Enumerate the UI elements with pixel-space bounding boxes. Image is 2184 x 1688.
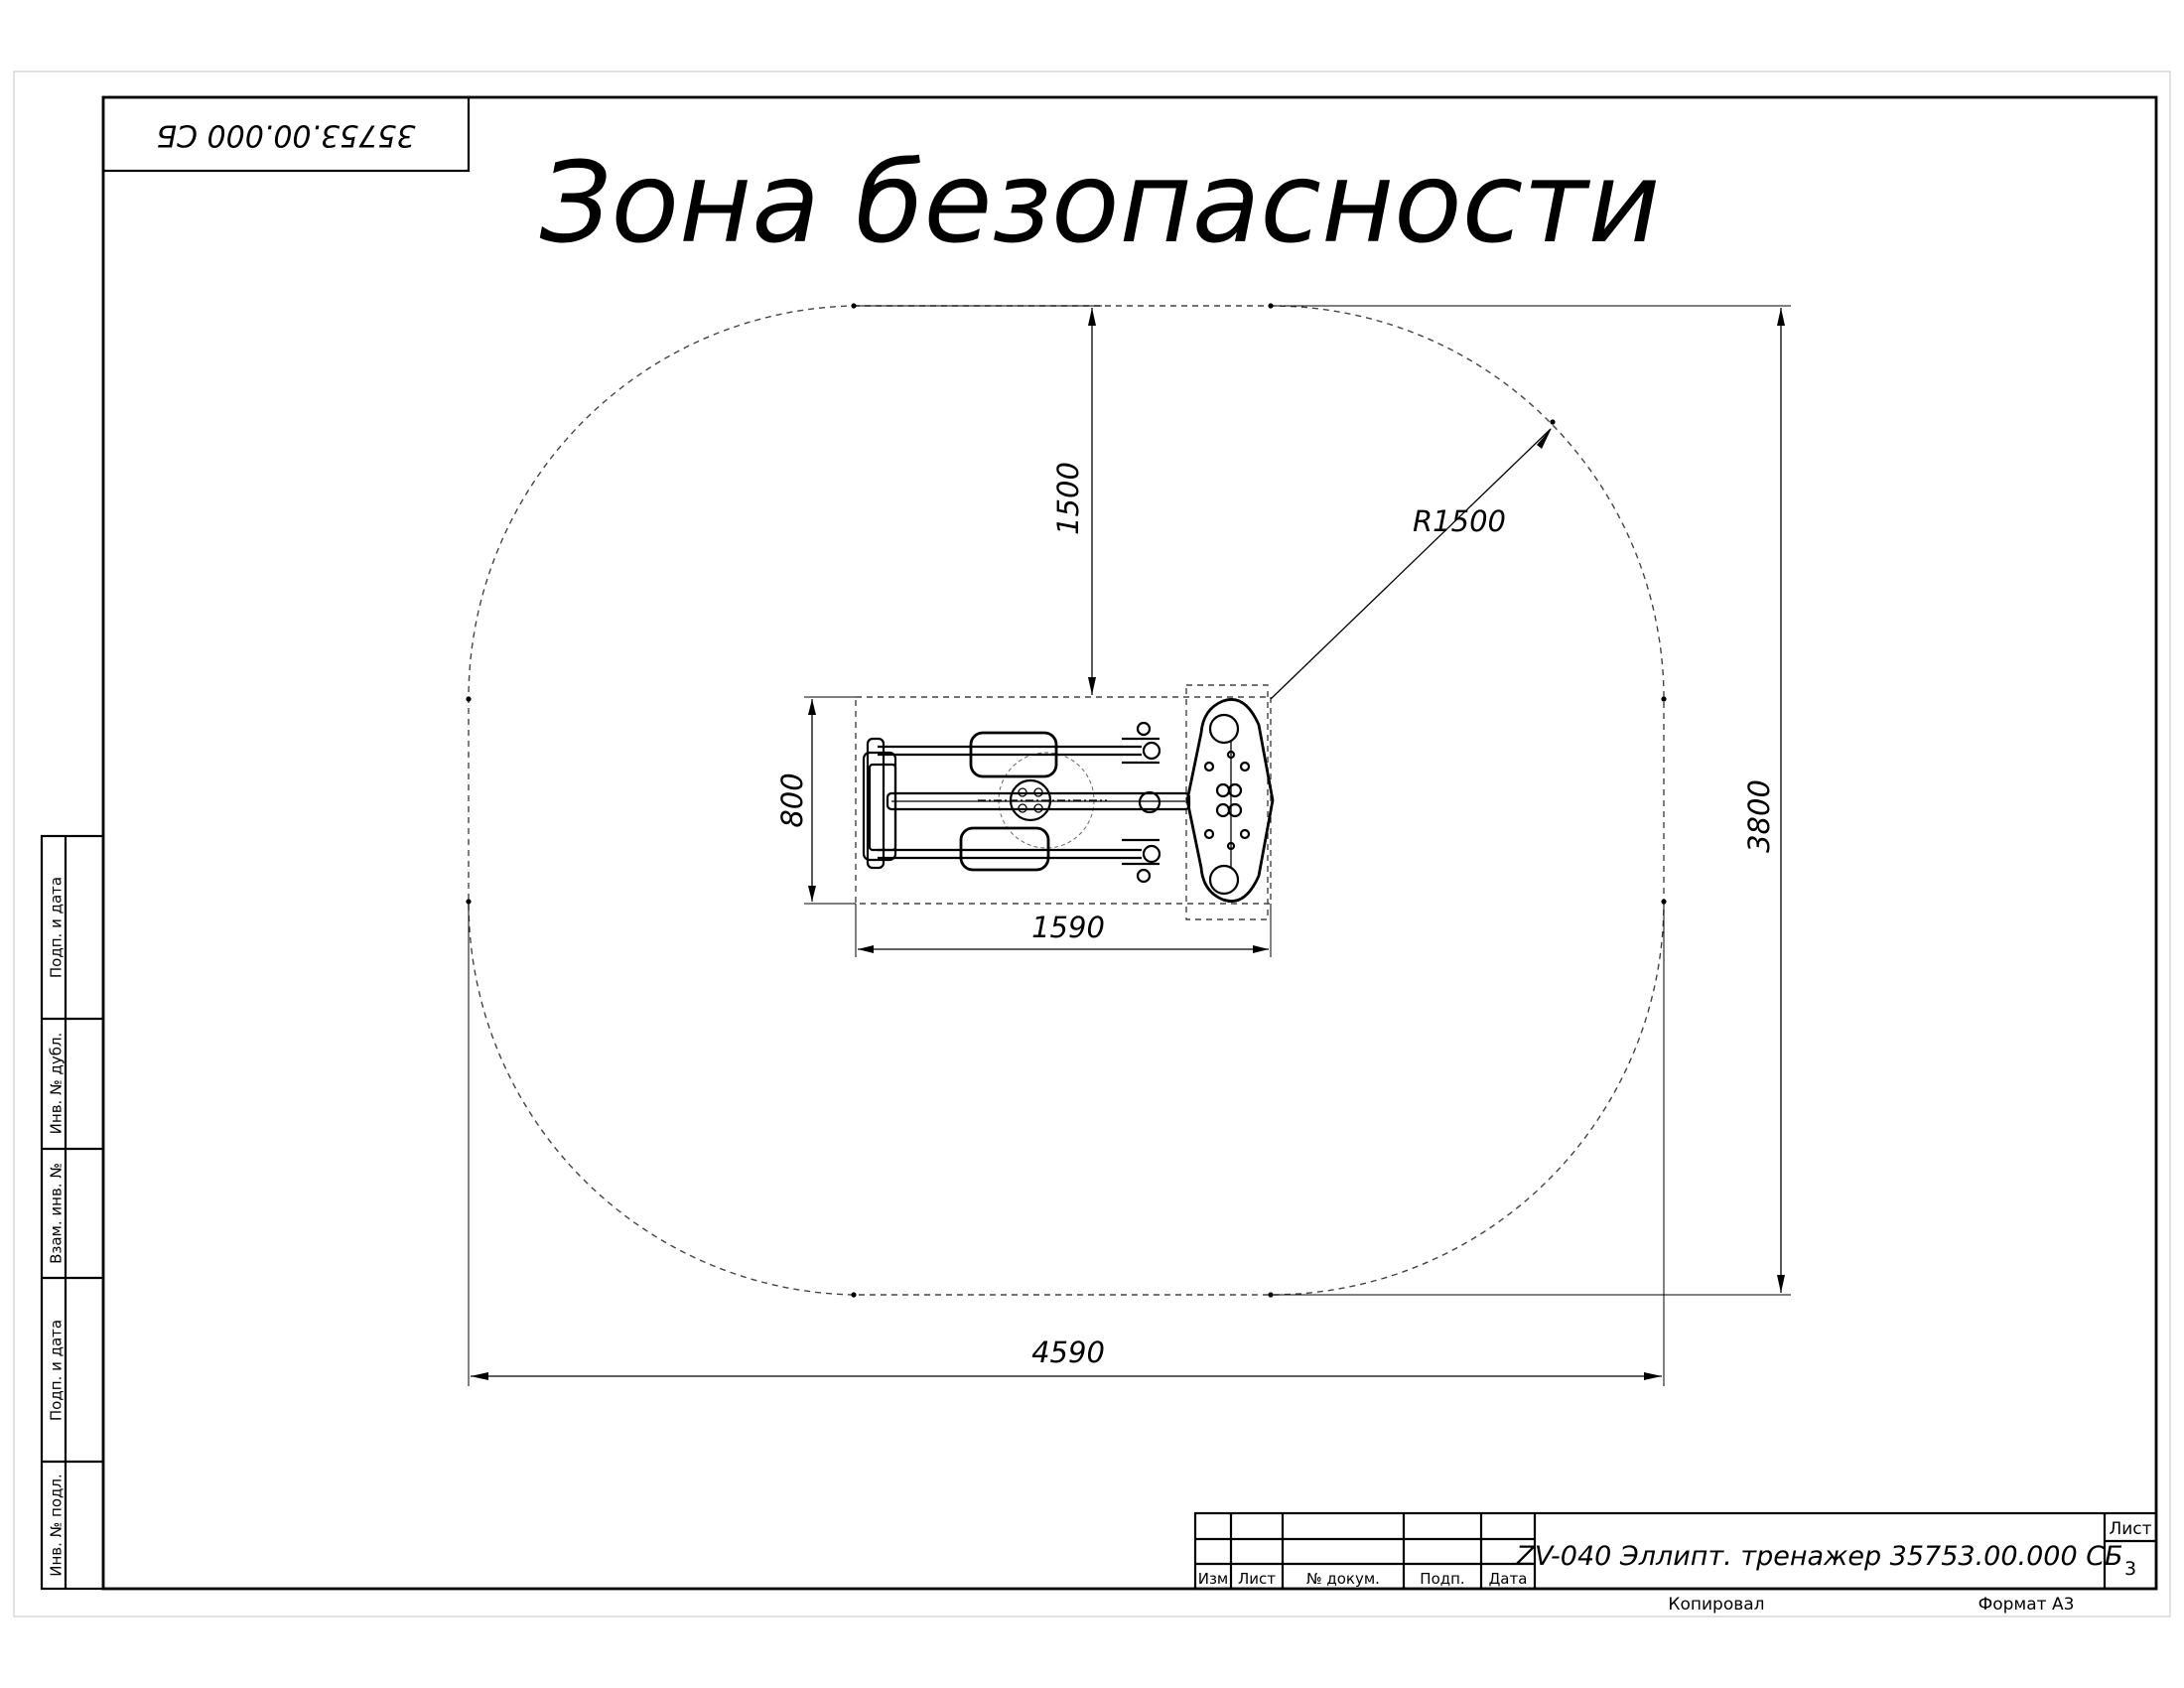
title-designation: ZV-040 Эллипт. тренажер 35753.00.000 СБ xyxy=(1515,1541,2122,1572)
side-stamp-label-3: Взам. инв. № xyxy=(48,1163,66,1264)
title-sheet-number: 3 xyxy=(2124,1558,2136,1580)
safety-zone-outline xyxy=(468,305,1665,1296)
dimension-radius: R1500 xyxy=(1270,428,1552,700)
dimension-800: 800 xyxy=(775,696,856,905)
side-stamp-label-4: Подп. и дата xyxy=(48,1320,66,1421)
side-stamp: Подп. и дата Инв. № дубл. Взам. инв. № П… xyxy=(40,834,105,1591)
title-sheet-label: Лист xyxy=(2109,1519,2151,1539)
drawing-title: Зона безопасности xyxy=(540,139,1661,268)
dimension-4590-label: 4590 xyxy=(1031,1336,1105,1369)
sheet-trim-outline xyxy=(13,70,2171,1618)
dimension-4590: 4590 xyxy=(468,902,1665,1386)
pedestal-plate xyxy=(1185,698,1275,903)
dimension-1500-label: 1500 xyxy=(1051,462,1085,535)
drawing-frame xyxy=(101,95,2158,1591)
side-stamp-label-5: Инв. № подл. xyxy=(48,1474,66,1576)
dimension-1590: 1590 xyxy=(855,904,1272,957)
elliptical-trainer xyxy=(862,698,1275,903)
hub xyxy=(1009,778,1052,822)
title-block: Изм Лист № докум. Подп. Дата ZV-040 Элли… xyxy=(1193,1511,2158,1615)
dimension-3800: 3800 xyxy=(1271,305,1791,1296)
dimension-1500: 1500 xyxy=(854,305,1102,695)
side-stamp-label-2: Инв. № дубл. xyxy=(48,1033,66,1135)
dimension-1590-label: 1590 xyxy=(1031,911,1105,944)
dimension-radius-label: R1500 xyxy=(1413,504,1506,538)
dimension-800-label: 800 xyxy=(775,773,809,827)
pedal-top xyxy=(969,731,1058,778)
zone-nodes xyxy=(466,303,1667,1298)
main-beam xyxy=(886,791,1191,811)
title-format: Формат А3 xyxy=(1979,1595,2075,1615)
mirrored-code-box: 35753.00.000 СБ xyxy=(101,95,471,173)
title-col-list: Лист xyxy=(1238,1570,1276,1588)
title-col-doc: № докум. xyxy=(1306,1570,1380,1588)
title-copied: Копировал xyxy=(1668,1595,1764,1615)
pedal-bottom xyxy=(959,826,1050,872)
dimension-3800-label: 3800 xyxy=(1742,779,1776,853)
title-col-sign: Подп. xyxy=(1420,1570,1464,1588)
mirrored-code-text: 35753.00.000 СБ xyxy=(156,118,415,153)
title-col-date: Дата xyxy=(1489,1570,1528,1588)
side-stamp-label-1: Подп. и дата xyxy=(48,877,66,978)
equipment-footprint xyxy=(855,696,1272,905)
title-col-izm: Изм xyxy=(1198,1570,1229,1588)
